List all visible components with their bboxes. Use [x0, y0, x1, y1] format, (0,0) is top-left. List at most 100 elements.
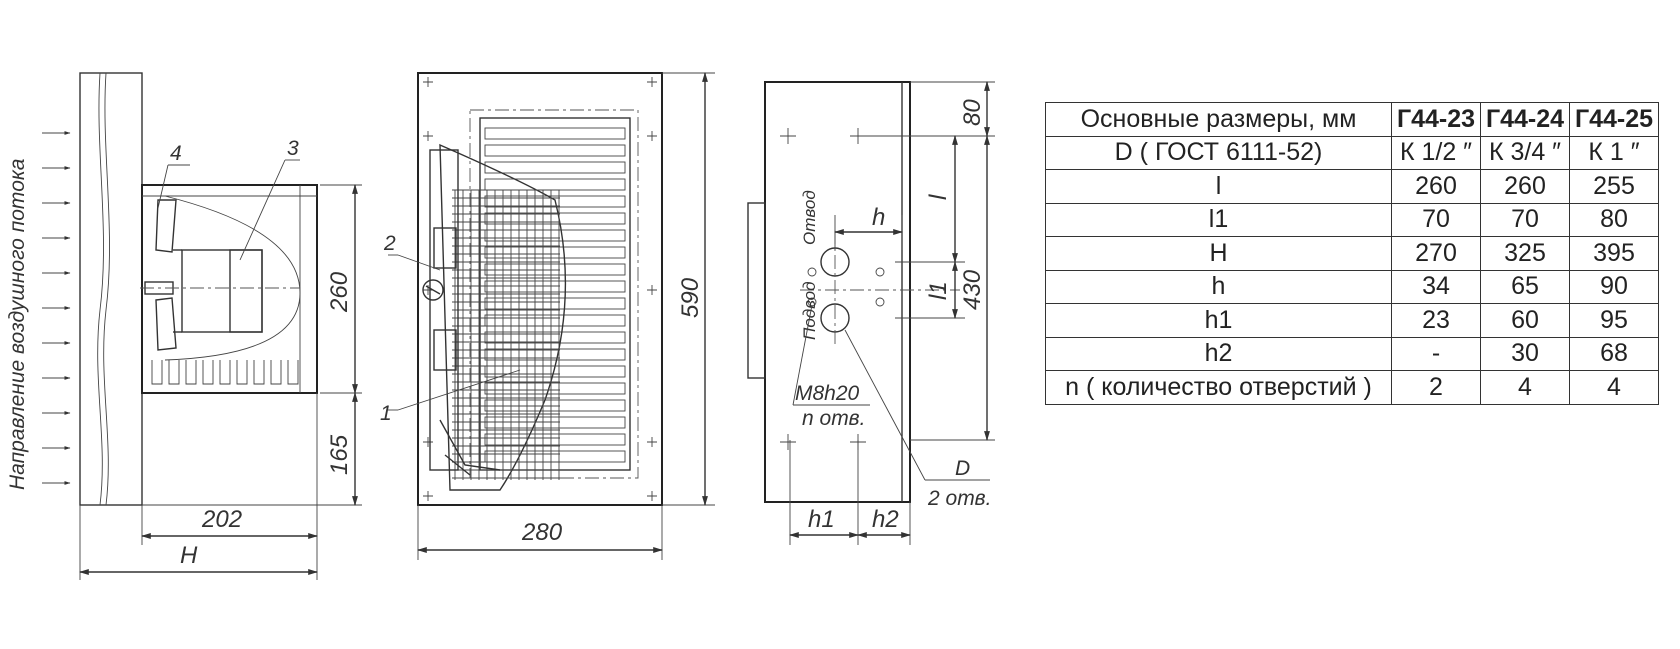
- value-cell: 395: [1569, 236, 1659, 271]
- heat-exchanger-fins: [151, 360, 299, 385]
- motor: [181, 249, 263, 333]
- value-cell: 95: [1569, 303, 1659, 338]
- value-cell: К 3/4 ″: [1480, 135, 1570, 170]
- louver: [484, 348, 626, 361]
- value-cell: 70: [1480, 202, 1570, 237]
- louver: [484, 297, 626, 310]
- louver: [484, 416, 626, 429]
- fin: [236, 360, 248, 385]
- wall-panel: [79, 72, 143, 506]
- break-line: [97, 72, 104, 506]
- mounting-cross: [423, 77, 433, 87]
- value-cell: 4: [1569, 370, 1659, 405]
- technical-drawing: Направление воздушного потока 4 3: [6, 72, 995, 580]
- model-column-header: Г44-25: [1569, 102, 1659, 137]
- mounting-cross: [647, 437, 657, 447]
- value-cell: 2: [1391, 370, 1481, 405]
- value-cell: 60: [1480, 303, 1570, 338]
- mounting-cross: [423, 437, 433, 447]
- dim-590: 590: [677, 277, 704, 318]
- callout-4: 4: [170, 142, 182, 165]
- louver: [484, 229, 626, 242]
- value-cell: 70: [1391, 202, 1481, 237]
- break-line: [103, 72, 110, 506]
- table-header-row: Основные размеры, мм Г44-23 Г44-24 Г44-2…: [1045, 102, 1659, 137]
- value-cell: 260: [1391, 169, 1481, 204]
- value-cell: 90: [1569, 269, 1659, 304]
- holes-label: n отв.: [802, 407, 865, 430]
- louver: [484, 433, 626, 446]
- dim-280: 280: [521, 519, 563, 546]
- mounting-cross: [423, 131, 433, 141]
- dim-l1: l1: [925, 281, 952, 300]
- value-cell: -: [1391, 336, 1481, 371]
- value-cell: К 1/2 ″: [1391, 135, 1481, 170]
- param-cell: h2: [1045, 336, 1392, 371]
- dim-260: 260: [326, 271, 353, 313]
- inlet-label: Подвод: [800, 281, 819, 340]
- value-cell: 260: [1480, 169, 1570, 204]
- table-row: D ( ГОСТ 6111-52)К 1/2 ″К 3/4 ″К 1 ″: [1045, 135, 1659, 170]
- dim-h1: h1: [808, 506, 835, 533]
- param-cell: h: [1045, 269, 1392, 304]
- param-cell: n ( количество отверстий ): [1045, 370, 1392, 405]
- louver: [484, 382, 626, 395]
- side-plate: [764, 81, 911, 503]
- mounting-cross: [423, 491, 433, 501]
- mesh-filter: [439, 143, 567, 491]
- fan-blade: [155, 297, 177, 351]
- callout-2: 2: [383, 232, 396, 255]
- diameter-holes-label: 2 отв.: [927, 487, 991, 510]
- dim-80: 80: [959, 99, 986, 126]
- dim-430: 430: [959, 269, 986, 310]
- louver: [484, 331, 626, 344]
- value-cell: 270: [1391, 236, 1481, 271]
- value-cell: 30: [1480, 336, 1570, 371]
- param-cell: l: [1045, 169, 1392, 204]
- right-view: Отвод Подвод h 80 l l1 430 M8h20 n отв. …: [747, 81, 995, 545]
- mounting-bolt: [422, 279, 444, 301]
- table-header-label: Основные размеры, мм: [1045, 102, 1392, 137]
- callout-3: 3: [287, 137, 299, 160]
- fin: [287, 360, 299, 385]
- louver: [484, 399, 626, 412]
- param-cell: H: [1045, 236, 1392, 271]
- param-cell: l1: [1045, 202, 1392, 237]
- louver: [484, 280, 626, 293]
- front-view: 2 1 590 280: [380, 72, 715, 560]
- fin: [151, 360, 163, 385]
- louver: [484, 127, 626, 140]
- dim-l: l: [925, 194, 952, 200]
- dim-h2: h2: [872, 506, 899, 533]
- fan-blade: [155, 199, 177, 253]
- value-cell: 80: [1569, 202, 1659, 237]
- fin: [219, 360, 231, 385]
- callout-1: 1: [380, 402, 392, 425]
- mounting-cross: [647, 131, 657, 141]
- dim-h: h: [872, 204, 885, 231]
- side-view: Направление воздушного потока 4 3: [6, 72, 362, 580]
- mounting-cross: [647, 77, 657, 87]
- dim-202: 202: [201, 506, 242, 533]
- louver: [484, 450, 626, 463]
- grille-louvers: [484, 127, 626, 463]
- value-cell: 65: [1480, 269, 1570, 304]
- value-cell: 4: [1480, 370, 1570, 405]
- dim-H: H: [180, 542, 198, 569]
- airflow-arrows: [42, 131, 71, 485]
- bolt-label: M8h20: [795, 382, 860, 405]
- fin: [168, 360, 180, 385]
- louver: [484, 178, 626, 191]
- diameter-label: D: [955, 457, 970, 480]
- fin: [202, 360, 214, 385]
- param-cell: h1: [1045, 303, 1392, 338]
- front-panel: [417, 72, 663, 506]
- dim-165: 165: [326, 434, 353, 475]
